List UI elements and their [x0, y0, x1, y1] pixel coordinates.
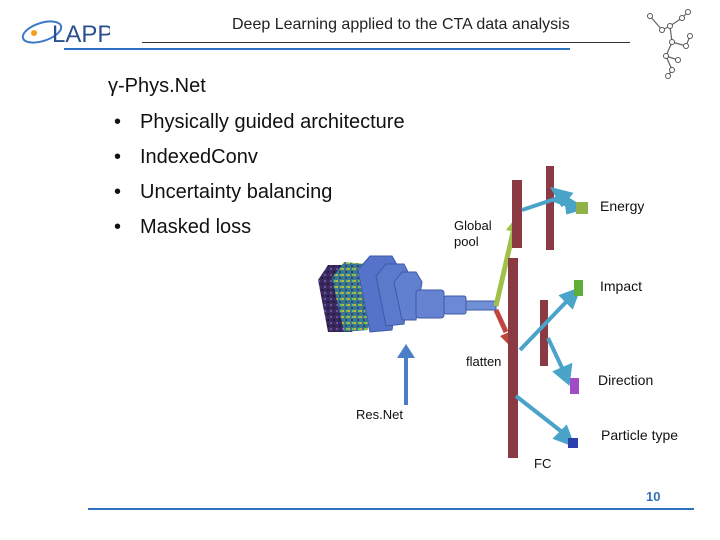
lapp-logo: LAPP [20, 14, 113, 50]
title-underline [142, 42, 630, 43]
resnet-blocks [357, 255, 497, 333]
bullet-dot-icon: • [114, 181, 122, 203]
fc-layers [508, 166, 554, 458]
section-heading: γ-Phys.Net [108, 75, 206, 97]
bullet-dot-icon: • [114, 111, 122, 133]
page-number: 10 [646, 489, 661, 504]
architecture-svg [318, 166, 588, 458]
footer-line [88, 508, 694, 510]
bullet-text: Physically guided architecture [140, 111, 405, 133]
particle-type-label: Particle type [601, 427, 679, 443]
bullet-list: • Physically guided architecture • Indexed… [100, 108, 405, 248]
logo-text: LAPP [52, 21, 110, 48]
bullet-dot-icon: • [114, 216, 122, 238]
resnet-label: Res.Net [356, 407, 403, 422]
slide-title: Deep Learning applied to the CTA data an… [232, 16, 570, 33]
impact-label: Impact [600, 278, 643, 294]
flatten-label: flatten [466, 354, 502, 369]
architecture-diagram: Global pool flatten Res.Net FC Energy Im… [300, 160, 720, 480]
energy-node [576, 202, 588, 214]
bullet-item: • Uncertainty balancing [100, 178, 405, 213]
bullet-text: Masked loss [140, 216, 252, 238]
constellation-icon [642, 8, 706, 80]
title-accent-line [64, 48, 570, 50]
bullet-text: IndexedConv [140, 146, 258, 168]
bullet-item: • IndexedConv [100, 143, 405, 178]
bullet-dot-icon: • [114, 146, 122, 168]
impact-node [574, 280, 583, 296]
bullet-item: • Physically guided architecture [100, 108, 405, 143]
direction-label: Direction [598, 372, 654, 388]
output-nodes [568, 202, 588, 448]
direction-node [570, 378, 579, 394]
fc-label: FC [534, 456, 552, 471]
global-pool-label: Global pool [454, 218, 492, 249]
resnet-arrow [397, 344, 415, 405]
energy-label: Energy [600, 198, 645, 214]
bullet-text: Uncertainty balancing [140, 181, 333, 203]
bullet-item: • Masked loss [100, 213, 405, 248]
particle-type-node [568, 438, 578, 448]
